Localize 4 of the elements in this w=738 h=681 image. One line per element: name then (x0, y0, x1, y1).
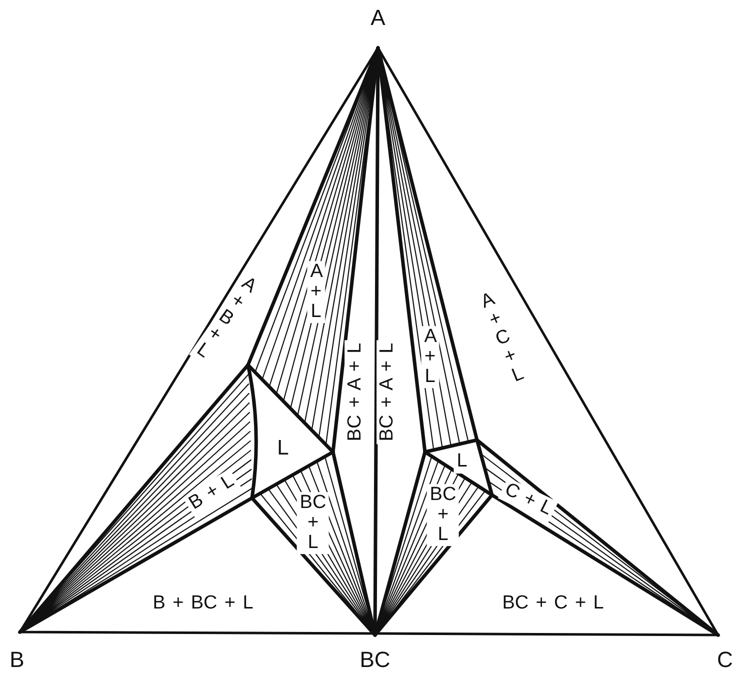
phase-field-label: BC + L (296, 492, 330, 554)
phase-field-label: A + L (307, 261, 325, 323)
phase-field-label: BC + L (426, 484, 460, 546)
phase-field-label: A + L (421, 326, 439, 388)
